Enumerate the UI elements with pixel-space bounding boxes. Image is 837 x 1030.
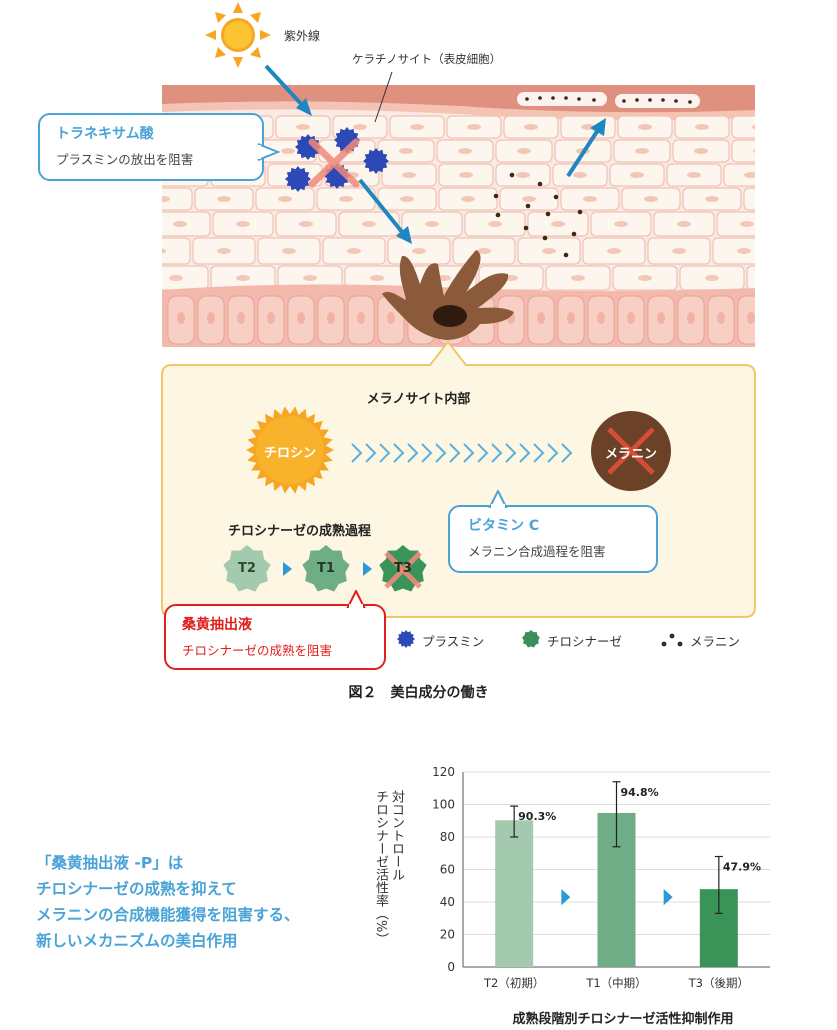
- chart-ytick-label: 60: [440, 863, 455, 877]
- t3-block-cross: [384, 551, 422, 589]
- chart-category-label: T3（後期）: [688, 976, 749, 990]
- melanocyte-inside-title: メラノサイト内部: [366, 392, 471, 407]
- melanocyte: [382, 250, 514, 340]
- tagline-line: 「桑黄抽出液 -P」は: [36, 854, 184, 872]
- vitamin-c-title: ビタミン C: [468, 518, 540, 534]
- chart-step-arrow: [663, 889, 673, 906]
- melanin-granules: [493, 172, 583, 258]
- legend-plasmin: プラスミン: [422, 634, 485, 649]
- tranexamic-callout-tail: [258, 142, 280, 162]
- uv-label: 紫外線: [284, 29, 321, 43]
- legend-plasmin-icon: [397, 630, 415, 648]
- tagline-line: 新しいメカニズムの美白作用: [36, 932, 238, 950]
- t3-label: T3: [394, 561, 412, 576]
- chart-ylabel: 対コントロール チロシナーゼ活性率（%）: [372, 790, 404, 945]
- melanin-label: メラニン: [604, 447, 657, 462]
- melanin-block-cross: [607, 427, 655, 475]
- tyrosinase-stage-icon: [223, 545, 271, 592]
- chart-ylabel-line: チロシナーゼ活性率（%）: [373, 790, 388, 946]
- legend-tyrosinase-icon: [522, 630, 540, 648]
- vitamin-c-callout: ビタミン C メラニン合成過程を阻害: [448, 505, 658, 573]
- vitamin-c-desc: メラニン合成過程を阻害: [468, 544, 606, 559]
- legend-tyrosinase: チロシナーゼ: [547, 634, 623, 649]
- chart-ylabel-line: 対コントロール: [389, 790, 404, 881]
- chart-category-label: T2（初期）: [483, 976, 544, 990]
- chart-category-label: T1（中期）: [585, 976, 646, 990]
- chart-data-label: 94.8%: [621, 786, 659, 799]
- mulberry-callout: 桑黄抽出液 チロシナーゼの成熟を阻害: [164, 604, 386, 670]
- chart-bar: [495, 820, 534, 967]
- chart-ytick-label: 80: [440, 830, 455, 844]
- chart-data-label: 47.9%: [723, 861, 761, 874]
- chart-step-arrow: [561, 889, 571, 906]
- plasmin-block-cross: [308, 138, 360, 188]
- tyrosinase-maturation-label: チロシナーゼの成熟過程: [228, 524, 372, 539]
- legend-melanin-icon: [661, 633, 683, 647]
- chart-data-label: 90.3%: [518, 810, 556, 823]
- tagline-line: メラニンの合成機能獲得を阻害する、: [36, 906, 300, 924]
- keratinocyte-label: ケラチノサイト（表皮細胞）: [352, 52, 502, 66]
- mulberry-title: 桑黄抽出液: [182, 617, 252, 633]
- vitamin-c-callout-tail: [488, 490, 508, 508]
- sun-icon: [205, 2, 271, 68]
- tagline-line: チロシナーゼの成熟を抑えて: [36, 880, 237, 898]
- mulberry-desc: チロシナーゼの成熟を阻害: [182, 643, 333, 658]
- melanin-in-corneum: [525, 96, 692, 104]
- mulberry-callout-tail: [346, 590, 366, 608]
- chart-ytick-label: 0: [447, 960, 455, 974]
- tyrosine-icon: [246, 406, 334, 494]
- skin-diagram: [161, 2, 756, 648]
- legend-melanin: メラニン: [690, 634, 741, 649]
- skin-layers: [162, 85, 755, 347]
- tyrosine-label: チロシン: [263, 446, 316, 461]
- chart-title: 成熟段階別チロシナーゼ活性抑制作用: [512, 1012, 734, 1027]
- t2-label: T2: [238, 561, 256, 576]
- tyrosinase-stage-icon: [302, 545, 350, 592]
- chart-ytick-label: 20: [440, 928, 455, 942]
- figure-caption: 図２ 美白成分の働き: [348, 685, 489, 701]
- tranexamic-callout: トラネキサム酸 プラスミンの放出を阻害: [38, 113, 264, 181]
- bar-chart: 0 20 40 60 80 100 120 90.3% T2（初期） 94.8% T1（中期） 47.…: [432, 765, 770, 990]
- chart-ytick-label: 40: [440, 895, 455, 909]
- chart-ytick-label: 100: [432, 798, 455, 812]
- tranexamic-desc: プラスミンの放出を阻害: [56, 152, 194, 167]
- t1-label: T1: [317, 561, 335, 576]
- chart-ytick-label: 120: [432, 765, 455, 779]
- conversion-chevrons: [351, 443, 573, 463]
- melanin-icon: [591, 411, 671, 491]
- tagline: 「桑黄抽出液 -P」は チロシナーゼの成熟を抑えて メラニンの合成機能獲得を阻害…: [36, 850, 300, 954]
- tranexamic-title: トラネキサム酸: [56, 126, 154, 142]
